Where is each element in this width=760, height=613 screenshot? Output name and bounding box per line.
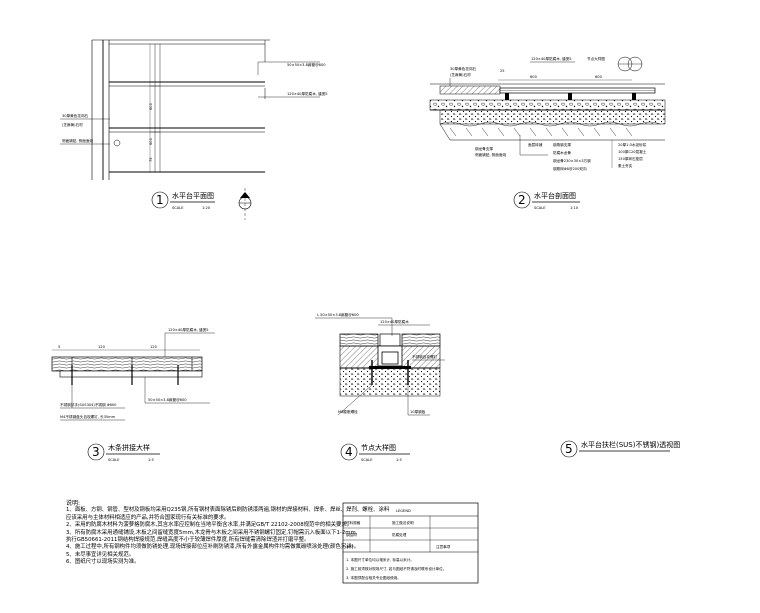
section-callout-12: 20厚1:3水泥砂浆 — [618, 142, 647, 147]
notes-item-5: 执行GB50661-2011钢结构焊接规范,焊缝高度不小于较薄焊件厚度,所有焊缝… — [66, 537, 310, 544]
title-block: LEGEND 材料规格 施工做法说明 钢结构 防腐处理 木材 注意事项 1. 本… — [342, 502, 479, 584]
section-callout-2: 30厚黄色花岗石 — [450, 66, 477, 71]
view-scale-1: 1:20 — [202, 206, 211, 210]
view-number-4: 4 — [345, 445, 353, 459]
view-scale-4: 1:5 — [396, 458, 402, 462]
wood-dim-1: 5 — [58, 345, 60, 349]
view-title-4: 4 节点大样图 SCALE 1:5 — [340, 443, 410, 462]
view-title-2: 2 水平台剖面图 SCALE 1:10 — [513, 191, 580, 210]
notes-heading: 说明: — [66, 500, 81, 507]
wood-callout-4: M4不锈钢盘头自攻螺钉, 长35mm — [60, 414, 116, 419]
view-title-text-1: 水平台平面图 — [172, 191, 214, 200]
view-title-1: 1 水平台平面图 SCALE 1:20 — [151, 191, 215, 210]
section-callout-1: 120×40厚防腐木, 缝宽5 — [531, 56, 572, 61]
section-dim-3: 600 — [595, 75, 603, 79]
section-dim-2: 600 — [530, 75, 538, 79]
title-block-row-3: 钢结构 — [346, 532, 357, 537]
view-title-text-3: 木条拼接大样 — [108, 443, 150, 452]
node-callout-2: 120×40厚防腐木 — [380, 319, 409, 324]
notes-item-3: 2、采用的防腐木材料为菠萝格防腐木,其含水率应控制在当地平衡含水率,并满足GB/… — [66, 522, 353, 529]
view-number-5: 5 — [565, 442, 573, 456]
plan-dim-2: 600 — [149, 137, 153, 145]
section-view: 25 600 600 120×40厚防腐木, 缝宽5 30厚黄色花岗石 (芝麻黄… — [429, 56, 666, 171]
wood-callout-3: 不锈钢扶手(SUS304)不锈钢 Φ600 — [60, 402, 117, 407]
plan-callout-2: 120×40厚防腐木, 缝宽5 — [287, 91, 328, 96]
plan-callout-5: 侧面铺贴, 侧面面烧 — [62, 138, 93, 143]
section-callout-11: 钢筋网Φ8@200双向 — [553, 166, 587, 171]
wood-callout-1: 120×40厚防腐木, 缝宽5 — [168, 327, 209, 332]
wood-callout-2: 50×50×3.8扁管@600 — [148, 397, 187, 402]
notes-item-8: 6、图纸尺寸以现场实测为准。 — [66, 559, 140, 566]
view-scale-label-2: SCALE — [534, 206, 546, 210]
section-callout-8: 钢角钢支撑 — [553, 142, 571, 147]
section-callout-3: (芝麻黄)石材 — [450, 72, 471, 77]
node-callout-5: 10厚钢板 — [410, 409, 426, 414]
plan-callout-3: 30厚黄色花岗石 — [62, 113, 89, 118]
section-callout-4: 节点大样图 — [587, 56, 605, 61]
title-block-row-2: 施工做法说明 — [392, 520, 414, 525]
view-title-3: 3 木条拼接大样 SCALE 1:5 — [87, 443, 160, 462]
wood-dim-2: 120 — [98, 345, 106, 349]
node-callout-1: L 50×50×3.8扁管@600 — [317, 312, 359, 317]
plan-bolt-marker — [113, 139, 121, 147]
view-scale-3: 1:5 — [148, 458, 154, 462]
view-number-2: 2 — [518, 193, 526, 207]
title-block-header: LEGEND — [396, 509, 411, 513]
notes-item-2: 应该采用与主体材料相适应的产品,并符合国家现行有关标准的要求。 — [66, 514, 230, 521]
node-detail-view: L 50×50×3.8扁管@600 120×40厚防腐木 不锈钢自攻螺钉 M8膨… — [315, 312, 445, 416]
section-callout-5: 钢龙骨支撑 — [475, 146, 493, 151]
section-cut-marker — [238, 188, 252, 220]
view-scale-label-4: SCALE — [361, 458, 373, 462]
view-title-text-4: 节点大样图 — [361, 443, 396, 452]
node-callout-4: M8膨胀螺栓 — [338, 409, 358, 414]
title-block-row-4: 防腐处理 — [392, 532, 407, 537]
section-callout-14: 150厚碎石垫层 — [618, 156, 643, 161]
plan-callout-4: (芝麻黄)石材 — [62, 122, 83, 127]
wood-dim-3: 120 — [150, 345, 158, 349]
node-callout-3: 不锈钢自攻螺钉 — [412, 354, 438, 359]
view-number-3: 3 — [92, 445, 100, 459]
title-block-row-5: 木材 — [346, 544, 354, 549]
notes-item-1: 1、面板、方钢、钢管、型材及钢板均采用Q235钢,所有钢材表面除锈后刷防锈漆两遍… — [66, 507, 390, 514]
view-title-text-2: 水平台剖面图 — [534, 191, 576, 200]
title-block-note-2: 2. 施工前须核对现场尺寸, 若与图纸不符请及时联系设计单位。 — [346, 566, 446, 571]
view-title-5: 5 水平台扶栏(SUS)不锈钢)透视图 — [560, 440, 680, 458]
wood-splice-view: 5 120 120 120×40厚防腐木, 缝宽5 50×50×3.8扁管@60… — [51, 327, 215, 421]
section-callout-7: 侧面铺贴, 侧面面烧 — [475, 152, 506, 157]
section-callout-9: 防腐木龙骨 — [553, 150, 571, 155]
section-callout-10: 钢龙骨230×30×3方钢 — [553, 158, 591, 163]
view-scale-label-3: SCALE — [108, 458, 120, 462]
notes-item-7: 5、未尽事宜详见相关规范。 — [66, 551, 135, 558]
notes-item-6: 4、施工过程中,所有钢构件均须做防锈处理,现场焊接部位应补刷防锈漆,所有外露金属… — [66, 544, 360, 551]
section-callout-13: 100厚C20混凝土 — [618, 149, 647, 154]
notes-item-4: 3、所有防腐木采用通缝铺设,木板之间留缝宽度5mm,木龙骨与木板之间采用不锈钢螺… — [66, 529, 358, 536]
title-block-note-1: 1. 本图尺寸单位均以毫米计, 标高以米计。 — [346, 557, 414, 562]
title-block-row-6: 注意事项 — [436, 544, 451, 549]
view-scale-label-1: SCALE — [172, 206, 184, 210]
detail-marker-1 — [617, 56, 643, 72]
plan-view: 600 600 75 50×50×3.8扁管@600 120×40厚防腐木, 缝… — [60, 39, 328, 220]
section-dim-1: 25 — [500, 69, 505, 73]
view-title-text-5: 水平台扶栏(SUS)不锈钢)透视图 — [581, 440, 680, 449]
plan-dim-3: 75 — [149, 157, 153, 162]
general-notes: 说明: 1、面板、方钢、钢管、型材及钢板均采用Q235钢,所有钢材表面除锈后刷防… — [66, 500, 390, 567]
title-block-note-3: 3. 本图须配合相关专业图纸使用。 — [346, 575, 401, 580]
view-scale-2: 1:10 — [570, 206, 579, 210]
section-callout-6: 面层砖铺 — [528, 142, 543, 147]
plan-callout-1: 50×50×3.8扁管@600 — [287, 62, 326, 67]
title-block-row-1: 材料规格 — [346, 520, 361, 525]
view-number-1: 1 — [156, 193, 164, 207]
plan-dim-1: 600 — [149, 102, 153, 110]
section-callout-15: 素土夯实 — [618, 163, 633, 168]
